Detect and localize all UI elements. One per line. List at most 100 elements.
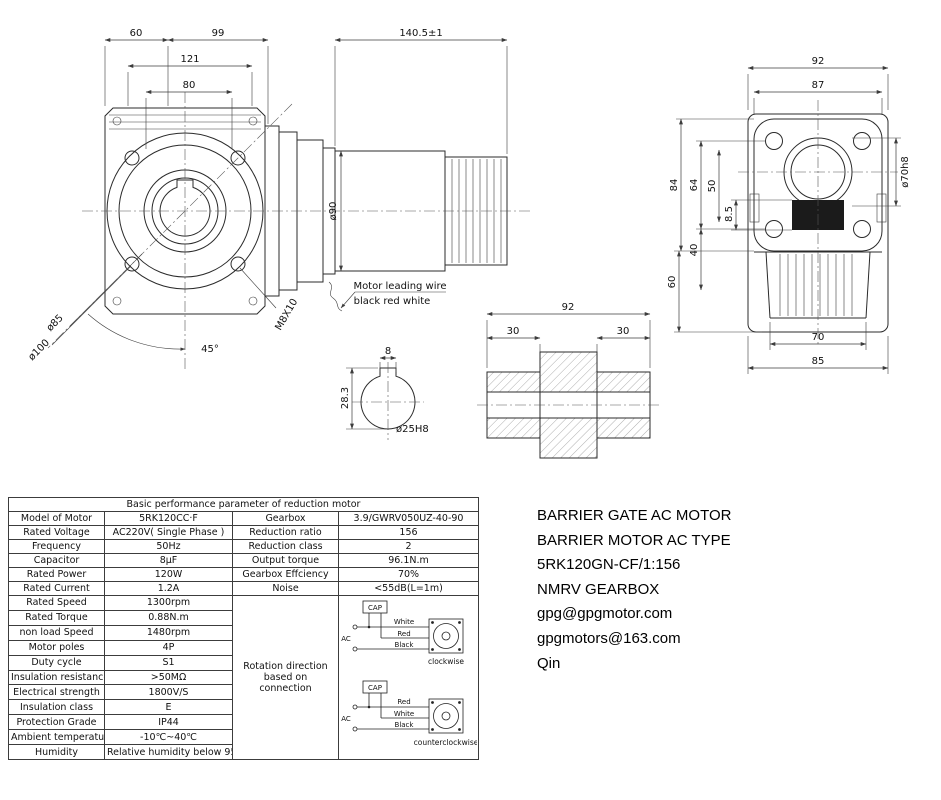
dim-label-121: 121 [180, 54, 199, 65]
thread-label-m8x10: M8X10 [273, 297, 300, 332]
table-row: Humidity Relative humidity below 95% [8, 744, 479, 760]
dim-label-60-end: 60 [667, 276, 678, 289]
wire-label: Black [394, 721, 414, 729]
wire-label: Black [394, 641, 414, 649]
spec-value: IP44 [104, 714, 233, 731]
spec-value: 3.9/GWRV050UZ-40-90 [338, 511, 479, 526]
spec-label: Ambient temperature [8, 729, 105, 746]
info-line: gpgmotors@163.com [537, 629, 681, 647]
spec-label: Rated Power [8, 567, 105, 582]
info-line: gpg@gpgmotor.com [537, 605, 673, 623]
side-view-drawing: Motor leading wire black red white 60 99… [26, 28, 530, 372]
wiring-diagrams: CAP AC White Red Black [341, 600, 478, 747]
dim-label-45deg: 45° [201, 344, 219, 355]
spec-value: S1 [104, 654, 233, 671]
spec-label: Output torque [232, 553, 339, 568]
wire-note-line2: black red white [354, 296, 431, 307]
spec-value: E [104, 699, 233, 716]
dim-label-92: 92 [812, 56, 825, 67]
table-row: Capacitor 8μF Output torque 96.1N.m [8, 553, 479, 568]
dim-label-d85: ø85 [45, 313, 66, 334]
table-row: Ambient temperature -10℃~40℃ [8, 729, 479, 746]
rotation-cw-label: clockwise [427, 657, 463, 666]
spec-label: Insulation resistance [8, 669, 105, 686]
dim-label-d90: ø90 [328, 202, 339, 221]
spec-label: Rated Torque [8, 609, 105, 626]
spec-label: Rated Current [8, 581, 105, 596]
info-line: BARRIER MOTOR AC TYPE [537, 531, 731, 549]
spec-value: 5RK120CC·F [104, 511, 233, 526]
wire-label: Red [397, 630, 410, 638]
spec-value: 120W [104, 567, 233, 582]
wiring-counterclockwise: CAP AC Red White Black [341, 680, 478, 747]
info-block: BARRIER GATE AC MOTOR BARRIER MOTOR AC T… [537, 504, 731, 676]
dim-label-50: 50 [707, 180, 718, 193]
wiring-clockwise: CAP AC White Red Black [341, 600, 464, 666]
info-line: NMRV GEARBOX [537, 580, 660, 598]
end-view-drawing: 92 87 70 85 84 64 [667, 56, 911, 374]
dim-label-d25h8: ø25H8 [396, 424, 429, 435]
spec-label: Reduction class [232, 539, 339, 554]
wire-note-line1: Motor leading wire [353, 281, 446, 292]
wire-label: Red [397, 698, 410, 706]
dim-label-85: 85 [812, 356, 825, 367]
table-row: Rated Current 1.2A Noise <55dB(L=1m) [8, 581, 479, 596]
spec-value: 50Hz [104, 539, 233, 554]
spec-value: 4P [104, 639, 233, 656]
dim-label-8-5: 8.5 [724, 206, 735, 222]
spec-value: 1480rpm [104, 624, 233, 641]
dim-label-d70h8: ø70h8 [900, 156, 911, 188]
table-row: Basic performance parameter of reduction… [8, 497, 479, 512]
dim-label-28-3: 28.3 [340, 387, 351, 409]
dim-label-40: 40 [689, 244, 700, 257]
spec-label: Rated Voltage [8, 525, 105, 540]
spec-value: -10℃~40℃ [104, 729, 233, 746]
dim-label-8: 8 [385, 346, 391, 357]
info-line: Qin [537, 654, 561, 672]
spec-label: Gearbox Effciency [232, 567, 339, 582]
table-row: Insulation class E [8, 699, 479, 716]
wiring-diagram-cell: CAP AC White Red Black [338, 595, 479, 760]
spec-label: Frequency [8, 539, 105, 554]
dim-label-87: 87 [812, 80, 825, 91]
spec-value: 1800V/S [104, 684, 233, 701]
spec-label: Protection Grade [8, 714, 105, 731]
spec-value: 0.88N.m [104, 609, 233, 626]
table-row: Rated Voltage AC220V( Single Phase ) Red… [8, 525, 479, 540]
wire-label: White [393, 618, 413, 626]
table-row: Model of Motor 5RK120CC·F Gearbox 3.9/GW… [8, 511, 479, 526]
dim-label-coupling-92: 92 [562, 302, 575, 313]
table-row: Duty cycle S1 [8, 654, 479, 671]
wire-label: White [393, 710, 413, 718]
spec-label: Duty cycle [8, 654, 105, 671]
dim-label-30-left: 30 [507, 326, 520, 337]
spec-value: <55dB(L=1m) [338, 581, 479, 596]
spec-value: AC220V( Single Phase ) [104, 525, 233, 540]
dim-label-64: 64 [689, 179, 700, 192]
spec-label: Reduction ratio [232, 525, 339, 540]
dim-label-60: 60 [130, 28, 143, 39]
spec-label: Motor poles [8, 639, 105, 656]
shaft-section-drawing: 8 28.3 ø25H8 [340, 346, 429, 440]
dim-label-80: 80 [183, 80, 196, 91]
spec-value: 156 [338, 525, 479, 540]
rotation-note-cell: Rotation direction based on connection [232, 595, 339, 760]
table-row: Rated Speed 1300rpm Rotation direction b… [8, 595, 479, 760]
ac-label: AC [341, 715, 351, 723]
spec-table-title: Basic performance parameter of reduction… [8, 497, 479, 512]
cap-label: CAP [368, 604, 382, 612]
technical-drawings: Motor leading wire black red white 60 99… [26, 28, 911, 459]
spec-table: Basic performance parameter of reduction… [8, 497, 479, 760]
spec-value: 1300rpm [104, 595, 233, 611]
spec-value: Relative humidity below 95% [104, 744, 233, 760]
coupling-drawing: 92 30 30 [477, 302, 660, 459]
dim-label-70: 70 [812, 332, 825, 343]
table-row: Motor poles 4P [8, 639, 479, 656]
dim-label-30-right: 30 [617, 326, 630, 337]
spec-label: non load Speed [8, 624, 105, 641]
spec-value: 2 [338, 539, 479, 554]
spec-value: 70% [338, 567, 479, 582]
spec-label: Insulation class [8, 699, 105, 716]
spec-label: Gearbox [232, 511, 339, 526]
